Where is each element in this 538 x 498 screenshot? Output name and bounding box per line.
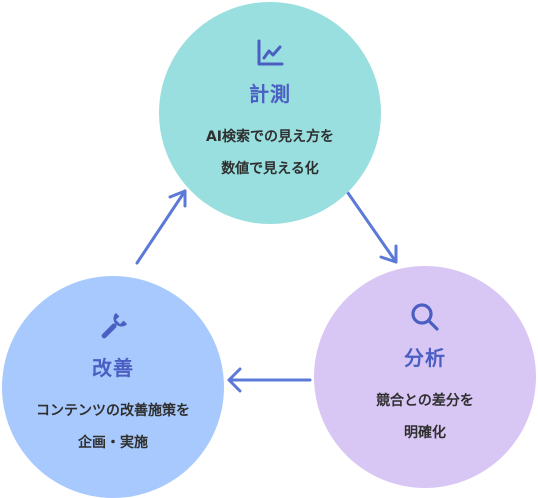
node-title: 分析 [404, 346, 446, 370]
node-improve: 改善 コンテンツの改善施策を 企画・実施 [2, 276, 224, 498]
arrow-measure-to-analyze [346, 191, 398, 264]
arrow-analyze-to-improve [227, 367, 312, 393]
node-title: 改善 [92, 356, 134, 380]
arrow-improve-to-measure [135, 189, 187, 265]
node-description: 競合との差分を 明確化 [376, 385, 474, 449]
node-description-line: 明確化 [404, 425, 446, 441]
magnifier-icon [408, 300, 442, 334]
node-description-line: 数値で見える化 [221, 161, 319, 177]
node-description-line: 競合との差分を [376, 393, 474, 409]
node-measure: 計測 AI検索での見え方を 数値で見える化 [159, 2, 381, 224]
wrench-icon [96, 310, 130, 344]
node-description-line: AI検索での見え方を [205, 129, 335, 145]
node-description-line: コンテンツの改善施策を [36, 403, 190, 419]
node-analyze: 分析 競合との差分を 明確化 [314, 266, 536, 488]
node-description: コンテンツの改善施策を 企画・実施 [36, 395, 190, 459]
node-title: 計測 [249, 82, 291, 106]
node-description-line: 企画・実施 [78, 435, 148, 451]
cycle-arrows [135, 189, 398, 393]
chart-line-icon [253, 36, 287, 70]
node-description: AI検索での見え方を 数値で見える化 [206, 121, 334, 185]
